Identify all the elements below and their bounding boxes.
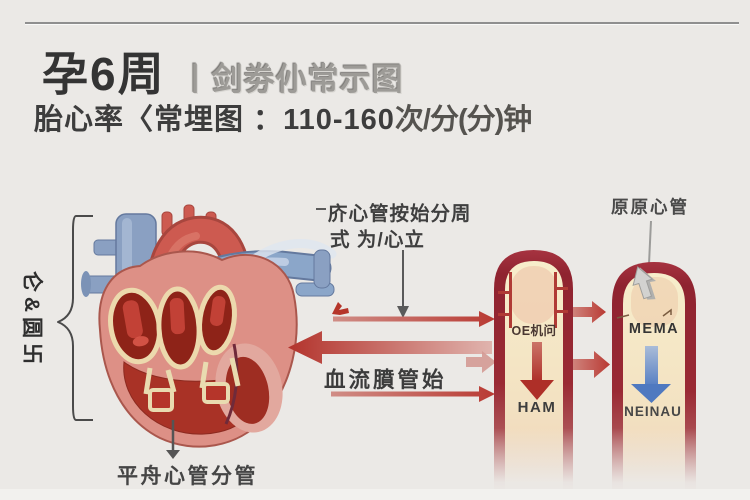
mid-annotation: 庎心管按始分周 式 为/心立 xyxy=(316,201,472,253)
gray-3d-up-arrow-icon xyxy=(632,266,656,300)
primitive-tube-label: 原原心管 xyxy=(611,197,689,217)
flow-arrow-left-icon xyxy=(288,331,492,364)
page-title-suffix: 丨剑劵仦常示图 xyxy=(179,62,404,97)
stub-arrow-top-icon xyxy=(573,301,606,323)
tube1-bottom-text: HAM xyxy=(517,399,557,416)
note-down-arrow-icon xyxy=(397,250,409,318)
heart-septum xyxy=(224,343,239,425)
left-brace xyxy=(57,215,93,421)
heart-bottom-label: 平舟心管分管 xyxy=(117,465,258,488)
tube2-tick-marks xyxy=(616,308,672,319)
subtitle: 胎心率〈常埋图 ：110-160次/分(分)钟 xyxy=(34,96,532,138)
heart-rate-value: 110-160 xyxy=(283,104,395,136)
heart-opening-right xyxy=(197,284,237,356)
top-divider xyxy=(25,22,739,24)
right-label-line xyxy=(648,220,652,265)
heart-opening-left xyxy=(108,287,162,365)
tube2-bottom-text: NEINAU xyxy=(624,404,682,419)
small-red-mark-icon xyxy=(332,302,349,315)
heart-down-arrow-icon xyxy=(166,420,180,459)
tube1-top-text: OE机问 xyxy=(511,324,557,338)
tube-fade xyxy=(486,428,704,496)
small-pink-arrow-icon xyxy=(466,351,496,373)
page-title: 孕6周 xyxy=(42,48,166,100)
valve-chords xyxy=(143,357,241,412)
heart-side-label: 仑&圆卐 xyxy=(20,270,43,370)
heart-rate-unit: 次/分(分)钟 xyxy=(394,104,532,136)
flow-arrow-right-top-icon xyxy=(333,311,495,327)
subtitle-prefix: 胎心率〈常埋图 ： xyxy=(34,104,284,136)
heart-opening-middle xyxy=(156,286,202,370)
mid-annotation-line2: 式 为/心立 xyxy=(330,229,425,251)
tube1-inner-lines xyxy=(498,272,568,328)
tube1-down-arrow-icon xyxy=(520,342,554,400)
bottom-strip xyxy=(0,489,750,500)
tube2-top-text: MEMA xyxy=(628,321,680,337)
tube2-down-arrow-icon xyxy=(631,346,671,403)
blood-flow-label: 血流膹管始 xyxy=(324,368,447,392)
stub-arrows xyxy=(573,301,610,378)
header: 孕6周 丨剑劵仦常示图 xyxy=(42,38,404,104)
mid-annotation-line1: 庎心管按始分周 xyxy=(316,201,472,227)
mid-annotation-line1-text: 庎心管按始分周 xyxy=(328,203,472,225)
flow-arrow-right-bottom-icon xyxy=(331,386,495,402)
heart-illustration xyxy=(81,204,337,448)
note-tick xyxy=(316,208,326,210)
stub-arrow-bottom-icon xyxy=(573,351,610,378)
